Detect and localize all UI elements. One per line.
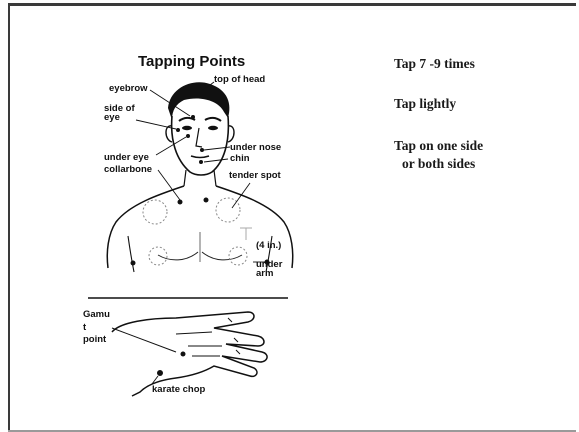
label-under-eye: under eye [104,153,149,162]
label-gamut-line1: Gamu [83,310,110,319]
label-chin: chin [230,154,250,163]
leader-under-eye [156,137,186,155]
left-underarm-point [131,261,136,266]
right-eyebrow [205,118,221,121]
label-eyebrow: eyebrow [109,84,148,93]
figure-title: Tapping Points [138,53,245,70]
right-collarbone-point [204,198,209,203]
top-of-head-point [201,85,206,90]
label-collarbone: collarbone [104,165,152,174]
gamut-point-dot [181,352,186,357]
gamut-leader [112,328,176,352]
right-chest-circle [229,247,247,265]
faint-mark [240,228,252,240]
instruction-one-side: Tap on one side [394,138,483,154]
leader-collarbone [158,170,180,200]
label-under-arm-line2: arm [256,269,273,278]
leader-chin [204,159,228,162]
label-karate-chop: karate chop [152,385,205,394]
instruction-both-sides: or both sides [402,156,475,172]
under-eye-point [186,134,190,138]
instruction-tap-lightly: Tap lightly [394,96,456,112]
left-eye [182,126,192,130]
chin-point [199,160,203,164]
left-chest-circle [149,247,167,265]
karate-chop-point [157,370,163,376]
label-under-nose: under nose [230,143,281,152]
face-outline [172,116,229,175]
left-tender-spot-circle [143,200,167,224]
label-top-of-head: top of head [214,75,265,84]
label-gamut-line2: t [83,323,86,332]
left-collarbone-point [178,200,183,205]
label-tender-spot: tender spot [229,171,281,180]
instruction-tap-times: Tap 7 -9 times [394,56,475,72]
under-nose-point [200,148,204,152]
eyebrow-point [191,115,195,119]
nose [196,128,202,147]
right-eye [208,126,218,130]
label-four-inches: (4 in.) [256,241,281,250]
side-of-eye-point [176,128,180,132]
leader-side-of-eye [136,120,176,129]
leader-tender-spot [232,183,250,208]
hair [168,82,229,120]
label-side-of-eye-line2: eye [104,113,120,122]
mouth [191,156,209,158]
label-gamut-line3: point [83,335,106,344]
